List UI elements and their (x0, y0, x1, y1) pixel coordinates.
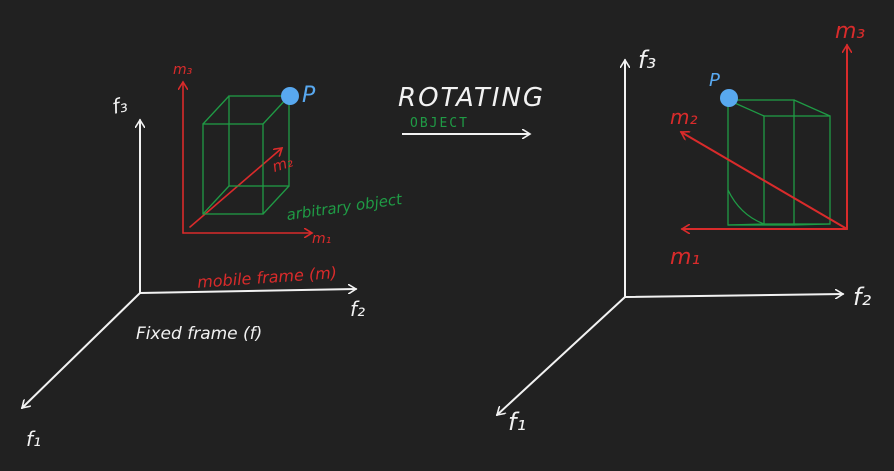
center-subtitle: OBJECT (410, 116, 469, 131)
left-figure: f₃ f₂ f₁ m₃ m₂ m₁ P arbitrary object mob… (22, 62, 404, 451)
fixed-frame-label: Fixed frame (f) (136, 324, 262, 344)
right-f1-axis (497, 296, 626, 415)
right-m1-label: m₁ (670, 245, 700, 270)
left-f1-axis (22, 292, 141, 408)
left-f3-label: f₃ (110, 92, 130, 119)
left-object-box (202, 95, 290, 215)
left-f2-axis (139, 289, 356, 293)
left-f1-label: f₁ (26, 427, 41, 451)
right-point-p (720, 89, 738, 107)
left-point-label: P (302, 83, 316, 108)
left-m1-label: m₁ (312, 231, 331, 247)
right-f1-label: f₁ (508, 408, 526, 436)
left-m2-axis (189, 148, 282, 228)
right-figure: f₃ f₂ f₁ m₃ m₂ m₁ P (497, 19, 871, 436)
mobile-frame-label: mobile frame (m) (197, 263, 338, 292)
right-point-label: P (709, 70, 720, 91)
right-mobile-frame (681, 45, 847, 229)
right-m2-axis (681, 132, 848, 230)
right-f2-axis (624, 294, 843, 297)
right-m2-label: m₂ (670, 105, 698, 129)
left-m3-label: m₃ (173, 62, 193, 78)
right-f3-label: f₃ (638, 46, 656, 74)
center-caption: ROTATING OBJECT (398, 83, 545, 134)
center-title: ROTATING (398, 83, 545, 113)
right-m3-label: m₃ (835, 19, 865, 44)
left-fixed-frame (22, 120, 356, 408)
left-m2-label: m₂ (270, 152, 295, 175)
object-label: arbitrary object (285, 190, 404, 224)
right-object-box (727, 99, 831, 226)
left-f2-label: f₂ (350, 297, 365, 321)
right-fixed-frame (497, 60, 843, 415)
right-f2-label: f₂ (853, 283, 871, 311)
left-point-p (281, 87, 299, 105)
